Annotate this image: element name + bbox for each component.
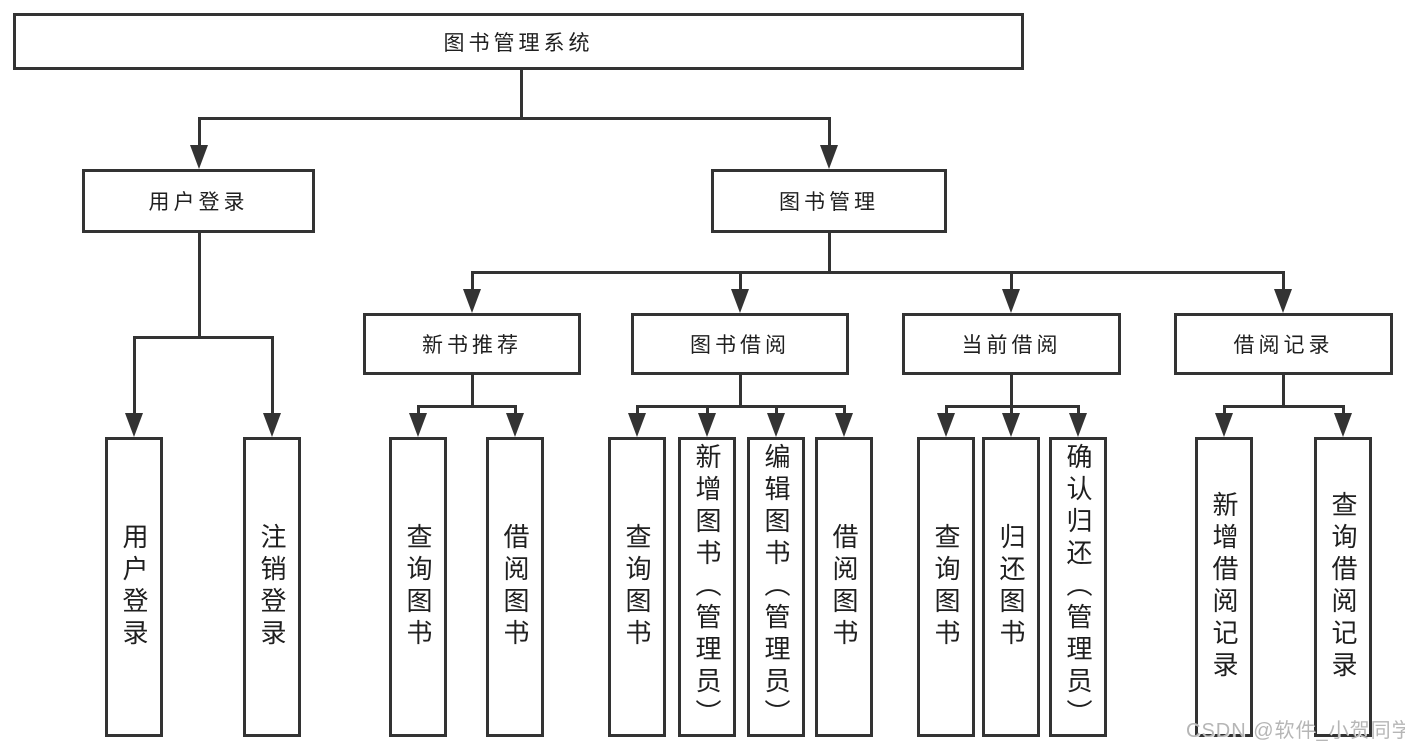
connector-newrec-stub bbox=[471, 375, 474, 408]
arrowhead-book-mgmt bbox=[820, 145, 838, 169]
connector-drop-leaf bbox=[775, 405, 778, 419]
connector-level1-rail bbox=[198, 117, 831, 120]
connector-bookborrow-rail bbox=[636, 405, 846, 408]
connector-drop-leaf bbox=[706, 405, 709, 419]
connector-drop-bookborrow bbox=[739, 271, 742, 293]
connector-borrowrecord-stub bbox=[1282, 375, 1285, 408]
node-current-borrow: 当前借阅 bbox=[902, 313, 1121, 375]
arrowhead-leaf bbox=[506, 413, 524, 437]
connector-bookborrow-stub bbox=[739, 375, 742, 408]
connector-drop-currentborrow bbox=[1010, 271, 1013, 293]
leaf-query-book-newrec: 查询图书 bbox=[389, 437, 447, 737]
arrowhead-leaf bbox=[409, 413, 427, 437]
leaf-return-book: 归还图书 bbox=[982, 437, 1040, 737]
connector-drop-leaf bbox=[1342, 405, 1345, 419]
arrowhead-leaf bbox=[698, 413, 716, 437]
connector-drop-borrowrecord bbox=[1282, 271, 1285, 293]
leaf-add-book-admin: 新增图书（管理员） bbox=[678, 437, 736, 737]
arrowhead-leaf-logout bbox=[263, 413, 281, 437]
connector-drop-leaf bbox=[1223, 405, 1226, 419]
arrowhead-borrowrecord bbox=[1274, 289, 1292, 313]
connector-drop-leaf-login bbox=[133, 336, 136, 416]
arrowhead-leaf bbox=[1002, 413, 1020, 437]
leaf-add-borrow-record: 新增借阅记录 bbox=[1195, 437, 1253, 737]
arrowhead-leaf bbox=[835, 413, 853, 437]
connector-drop-leaf bbox=[417, 405, 420, 419]
node-new-book-recommend: 新书推荐 bbox=[363, 313, 581, 375]
connector-drop-leaf bbox=[1077, 405, 1080, 419]
arrowhead-newrec bbox=[463, 289, 481, 313]
arrowhead-bookborrow bbox=[731, 289, 749, 313]
leaf-query-borrow-record: 查询借阅记录 bbox=[1314, 437, 1372, 737]
arrowhead-leaf bbox=[628, 413, 646, 437]
leaf-confirm-return-admin: 确认归还（管理员） bbox=[1049, 437, 1107, 737]
connector-drop-leaf bbox=[1010, 405, 1013, 419]
connector-drop-leaf bbox=[945, 405, 948, 419]
arrowhead-leaf-login bbox=[125, 413, 143, 437]
connector-newrec-rail bbox=[417, 405, 517, 408]
connector-drop-book-mgmt bbox=[828, 117, 831, 150]
connector-level2-rail bbox=[471, 271, 1285, 274]
connector-drop-user-login bbox=[198, 117, 201, 150]
connector-drop-leaf-logout bbox=[271, 336, 274, 416]
node-borrow-record: 借阅记录 bbox=[1174, 313, 1393, 375]
connector-drop-leaf bbox=[636, 405, 639, 419]
connector-borrowrecord-rail bbox=[1223, 405, 1345, 408]
arrowhead-leaf bbox=[1334, 413, 1352, 437]
node-book-borrow: 图书借阅 bbox=[631, 313, 849, 375]
leaf-logout: 注销登录 bbox=[243, 437, 301, 737]
arrowhead-leaf bbox=[937, 413, 955, 437]
leaf-borrow-book: 借阅图书 bbox=[815, 437, 873, 737]
leaf-query-book-current: 查询图书 bbox=[917, 437, 975, 737]
connector-drop-newrec bbox=[471, 271, 474, 293]
leaf-user-login: 用户登录 bbox=[105, 437, 163, 737]
arrowhead-currentborrow bbox=[1002, 289, 1020, 313]
leaf-query-book-borrow: 查询图书 bbox=[608, 437, 666, 737]
node-root-library-system: 图书管理系统 bbox=[13, 13, 1024, 70]
leaf-edit-book-admin: 编辑图书（管理员） bbox=[747, 437, 805, 737]
connector-drop-leaf bbox=[514, 405, 517, 419]
arrowhead-leaf bbox=[1069, 413, 1087, 437]
connector-root-stub bbox=[520, 69, 523, 119]
connector-userlogin-rail bbox=[133, 336, 274, 339]
arrowhead-leaf bbox=[1215, 413, 1233, 437]
arrowhead-leaf bbox=[767, 413, 785, 437]
connector-currentborrow-stub bbox=[1010, 375, 1013, 408]
csdn-watermark: CSDN @软件_小贺同学 bbox=[1186, 720, 1405, 742]
node-user-login: 用户登录 bbox=[82, 169, 315, 233]
connector-bookmgmt-stub bbox=[828, 233, 831, 273]
node-book-management: 图书管理 bbox=[711, 169, 947, 233]
leaf-borrow-book-newrec: 借阅图书 bbox=[486, 437, 544, 737]
connector-userlogin-stub bbox=[198, 233, 201, 338]
arrowhead-user-login bbox=[190, 145, 208, 169]
connector-drop-leaf bbox=[843, 405, 846, 419]
